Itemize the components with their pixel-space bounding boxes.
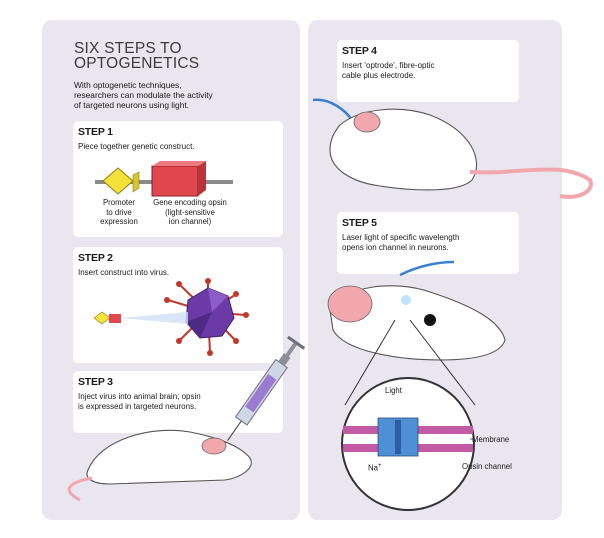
intro-line-1: With optogenetic techniques, <box>74 80 182 90</box>
step1-label: STEP 1 <box>78 126 113 138</box>
gene-line-2: (light-sensitive <box>165 207 215 217</box>
step5-desc: Laser light of specific wavelength opens… <box>342 233 459 253</box>
gene-line-1: Gene encoding opsin <box>153 198 227 207</box>
step4-label: STEP 4 <box>342 45 377 57</box>
step5-label: STEP 5 <box>342 217 377 229</box>
page-title: SIX STEPS TO OPTOGENETICS <box>74 40 200 72</box>
syringe-icon <box>227 335 306 441</box>
intro-line-2: researchers can modulate the activity <box>74 90 213 101</box>
title-line-1: SIX STEPS TO <box>74 40 182 57</box>
step3-label: STEP 3 <box>78 376 113 388</box>
step3-desc: Inject virus into animal brain; opsin is… <box>78 392 201 412</box>
intro-text: With optogenetic techniques, researchers… <box>74 80 284 111</box>
inset-membrane-label: Membrane <box>472 435 510 444</box>
optrode-cable-icon <box>312 98 593 199</box>
virus-icon <box>93 278 249 356</box>
promoter-label: Promoter to drive expression <box>83 198 155 227</box>
step4-desc-line-2: cable plus electrode. <box>342 71 416 80</box>
inset-ion-symbol: Na <box>368 463 378 473</box>
promoter-line-3: expression <box>100 217 138 227</box>
dna-construct-icon <box>95 161 233 197</box>
intro-line-3: of targeted neurons using light. <box>74 100 190 111</box>
step2-desc: Insert construct into virus. <box>78 268 169 278</box>
step1-desc-line-1: Piece together genetic construct. <box>78 142 195 151</box>
inset-light-label: Light <box>385 386 402 395</box>
step3-desc-line-1: Inject virus into animal brain; opsin <box>78 392 201 401</box>
mouse-icon <box>67 429 252 502</box>
step4-desc-line-1: Insert ‘optrode’, fibre-optic <box>342 61 435 70</box>
gene-label: Gene encoding opsin (light-sensitive ion… <box>140 198 240 227</box>
promoter-line-1: Promoter <box>102 198 136 207</box>
membrane-inset-icon <box>341 319 476 511</box>
step1-desc: Piece together genetic construct. <box>78 142 195 152</box>
laser-mouse-icon <box>327 260 506 361</box>
promoter-line-2: to drive <box>106 207 132 217</box>
gene-line-3: ion channel) <box>168 217 212 227</box>
title-line-2: OPTOGENETICS <box>74 55 200 72</box>
step2-desc-line-1: Insert construct into virus. <box>78 268 170 277</box>
step5-desc-line-1: Laser light of specific wavelength <box>342 233 460 242</box>
step3-desc-line-2: is expressed in targeted neurons. <box>78 402 197 411</box>
step5-desc-line-2: opens ion channel in neurons. <box>342 243 449 252</box>
inset-channel-label: Opsin channel <box>462 462 512 471</box>
step4-desc: Insert ‘optrode’, fibre-optic cable plus… <box>342 61 435 81</box>
step4-card <box>337 40 519 102</box>
inset-ion-charge: + <box>377 463 382 469</box>
inset-ion-label: Na+ <box>368 462 381 473</box>
step2-label: STEP 2 <box>78 252 113 264</box>
